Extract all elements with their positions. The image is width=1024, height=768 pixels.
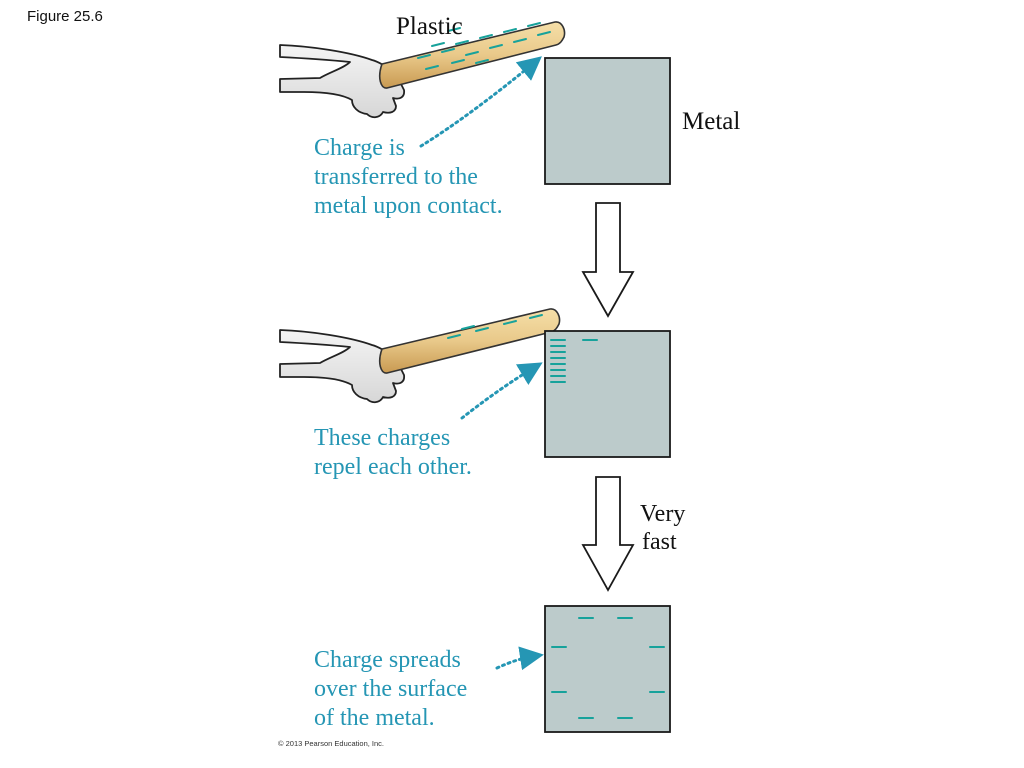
metal-block-1: [544, 57, 671, 185]
figure-label: Figure 25.6: [27, 8, 103, 25]
caption-2-line-2: repel each other.: [314, 454, 472, 480]
very-fast-line-1: Very: [640, 501, 686, 527]
copyright-notice: © 2013 Pearson Education, Inc.: [278, 739, 385, 748]
rod-2-charges: [447, 314, 543, 339]
caption-3-line-3: of the metal.: [314, 705, 435, 731]
caption-step-2: These charges repel each other.: [314, 424, 472, 482]
caption-2-line-1: These charges: [314, 425, 451, 451]
metal-3-charges: [551, 617, 665, 719]
pointer-3: [495, 646, 544, 671]
metal-block-2: [544, 330, 671, 458]
metal-label: Metal: [682, 108, 740, 136]
pointer-2: [460, 362, 543, 420]
caption-1-line-3: metal upon contact.: [314, 193, 503, 219]
metal-2-charges: [550, 339, 598, 383]
down-arrow-1: [581, 202, 635, 318]
hand-with-rod-2: [279, 308, 561, 404]
caption-step-3: Charge spreads over the surface of the m…: [314, 646, 467, 733]
caption-1-line-1: Charge is: [314, 135, 405, 161]
caption-step-1: Charge is transferred to the metal upon …: [314, 134, 503, 221]
pointer-1: [419, 56, 542, 148]
rod-2: [379, 308, 561, 374]
hand-with-rod-1: [279, 21, 566, 119]
metal-label-text: Metal: [682, 108, 741, 135]
metal-block-3: [544, 605, 671, 733]
caption-3-line-2: over the surface: [314, 676, 468, 702]
rod-1-charges: [417, 22, 551, 70]
very-fast-line-2: fast: [642, 529, 677, 555]
caption-1-line-2: transferred to the: [314, 164, 478, 190]
caption-3-line-1: Charge spreads: [314, 647, 461, 673]
plastic-label: Plastic: [396, 13, 463, 41]
very-fast-label: Very fast: [640, 500, 685, 556]
plastic-label-text: Plastic: [396, 13, 463, 40]
rod-1: [379, 21, 566, 89]
down-arrow-2: [581, 476, 635, 592]
